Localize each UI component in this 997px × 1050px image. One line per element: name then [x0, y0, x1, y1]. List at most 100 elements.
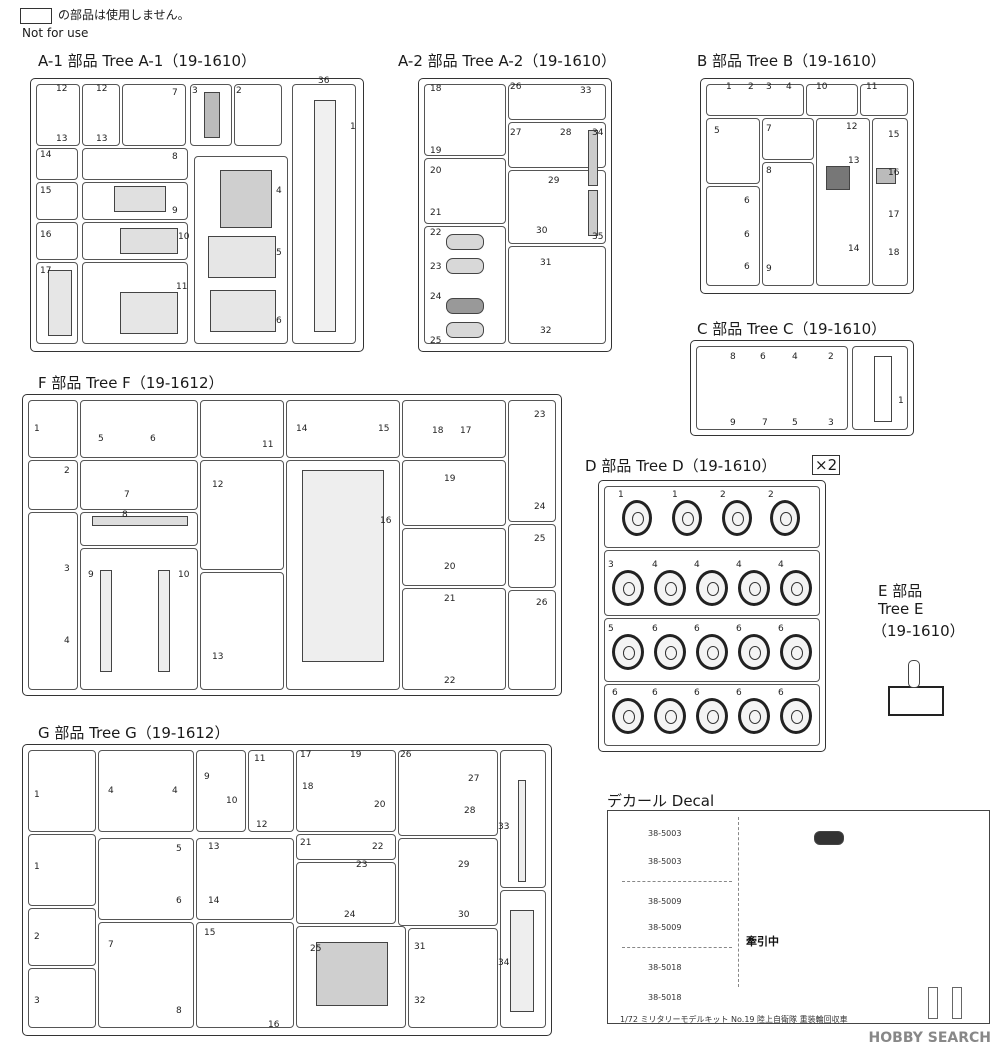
- part-number-label: 1: [34, 862, 40, 872]
- d-wheel: [738, 570, 770, 606]
- f-cell: [80, 460, 198, 510]
- a2-cell: [508, 122, 606, 168]
- f-cell: [80, 400, 198, 458]
- part-number-label: 9: [204, 772, 210, 782]
- decal-stripe: [928, 987, 938, 1019]
- part-number-label: 13: [56, 134, 68, 144]
- part-number-label: 21: [444, 594, 456, 604]
- a2-cell: [424, 226, 506, 344]
- part-number-label: 1: [672, 490, 678, 500]
- e-handle: [908, 660, 920, 688]
- decal-divider: [622, 881, 732, 883]
- d-row: [604, 618, 820, 682]
- g-cell: [28, 750, 96, 832]
- part-number-label: 6: [744, 262, 750, 272]
- f-cell: [80, 548, 198, 690]
- tree-f-title: F 部品 Tree F（19-1612）: [38, 374, 224, 392]
- legend-en: Not for use: [22, 26, 89, 40]
- f-rod: [92, 516, 188, 526]
- part-number-label: 5: [176, 844, 182, 854]
- part-number-label: 2: [236, 86, 242, 96]
- part-number-label: 1: [726, 82, 732, 92]
- part-number-label: 34: [498, 958, 510, 968]
- part-number-label: 3: [64, 564, 70, 574]
- d-wheel: [722, 500, 752, 536]
- part-number-label: 17: [300, 750, 312, 760]
- part-number-label: 11: [262, 440, 274, 450]
- part-number-label: 4: [276, 186, 282, 196]
- a1-panel: [208, 236, 276, 278]
- a2-axle: [446, 322, 484, 338]
- part-number-label: 17: [888, 210, 900, 220]
- f-hull: [302, 470, 384, 662]
- part-number-label: 10: [226, 796, 238, 806]
- decal-code: 38-5018: [648, 993, 682, 1002]
- part-number-label: 2: [768, 490, 774, 500]
- g-cell: [296, 862, 396, 924]
- part-number-label: 3: [828, 418, 834, 428]
- decal-code: 38-5009: [648, 897, 682, 906]
- part-number-label: 29: [548, 176, 560, 186]
- a2-cell: [508, 84, 606, 120]
- f-cell: [80, 512, 198, 546]
- b-cell: [706, 186, 760, 286]
- tree-g-title: G 部品 Tree G（19-1612）: [38, 724, 230, 742]
- part-number-label: 6: [652, 624, 658, 634]
- part-number-label: 7: [762, 418, 768, 428]
- g-cell: [296, 926, 406, 1028]
- part-number-label: 4: [108, 786, 114, 796]
- part-number-label: 27: [510, 128, 522, 138]
- part-number-label: 33: [498, 822, 510, 832]
- g-cell: [196, 750, 246, 832]
- b-cell: [762, 118, 814, 160]
- part-number-label: 3: [192, 86, 198, 96]
- part-number-label: 13: [208, 842, 220, 852]
- part-number-label: 17: [40, 266, 52, 276]
- a2-cell: [424, 158, 506, 224]
- part-number-label: 2: [64, 466, 70, 476]
- d-wheel: [738, 698, 770, 734]
- part-number-label: 24: [430, 292, 442, 302]
- f-cell: [200, 460, 284, 570]
- part-number-label: 5: [792, 418, 798, 428]
- a1-cell: [82, 182, 188, 220]
- part-number-label: 5: [276, 248, 282, 258]
- part-number-label: 15: [378, 424, 390, 434]
- part-number-label: 8: [122, 510, 128, 520]
- c-cell: [852, 346, 908, 430]
- f-cell: [402, 528, 506, 586]
- not-for-use-swatch: [20, 8, 52, 24]
- part-number-label: 12: [96, 84, 108, 94]
- g-cell: [28, 834, 96, 906]
- part-number-label: 12: [256, 820, 268, 830]
- part-number-label: 17: [460, 426, 472, 436]
- part-number-label: 9: [88, 570, 94, 580]
- a1-part: [48, 270, 72, 336]
- decal-code: 38-5018: [648, 963, 682, 972]
- a1-cell: [82, 222, 188, 260]
- d-wheel: [612, 698, 644, 734]
- f-cell: [286, 460, 400, 690]
- part-number-label: 7: [172, 88, 178, 98]
- part-number-label: 7: [124, 490, 130, 500]
- a1-part: [120, 292, 178, 334]
- part-number-label: 20: [430, 166, 442, 176]
- part-number-label: 19: [444, 474, 456, 484]
- f-cell: [28, 460, 78, 510]
- part-number-label: 32: [414, 996, 426, 1006]
- a2-rail: [588, 130, 598, 186]
- part-number-label: 27: [468, 774, 480, 784]
- part-number-label: 21: [430, 208, 442, 218]
- g-cell: [500, 890, 546, 1028]
- part-number-label: 10: [178, 232, 190, 242]
- part-number-label: 24: [534, 502, 546, 512]
- a1-cell: [82, 148, 188, 180]
- part-number-label: 6: [176, 896, 182, 906]
- part-number-label: 30: [458, 910, 470, 920]
- decal-code: 38-5003: [648, 857, 682, 866]
- d-wheel: [780, 570, 812, 606]
- part-number-label: 26: [400, 750, 412, 760]
- g-cell: [28, 908, 96, 966]
- a1-cell: [36, 262, 78, 344]
- part-number-label: 12: [212, 480, 224, 490]
